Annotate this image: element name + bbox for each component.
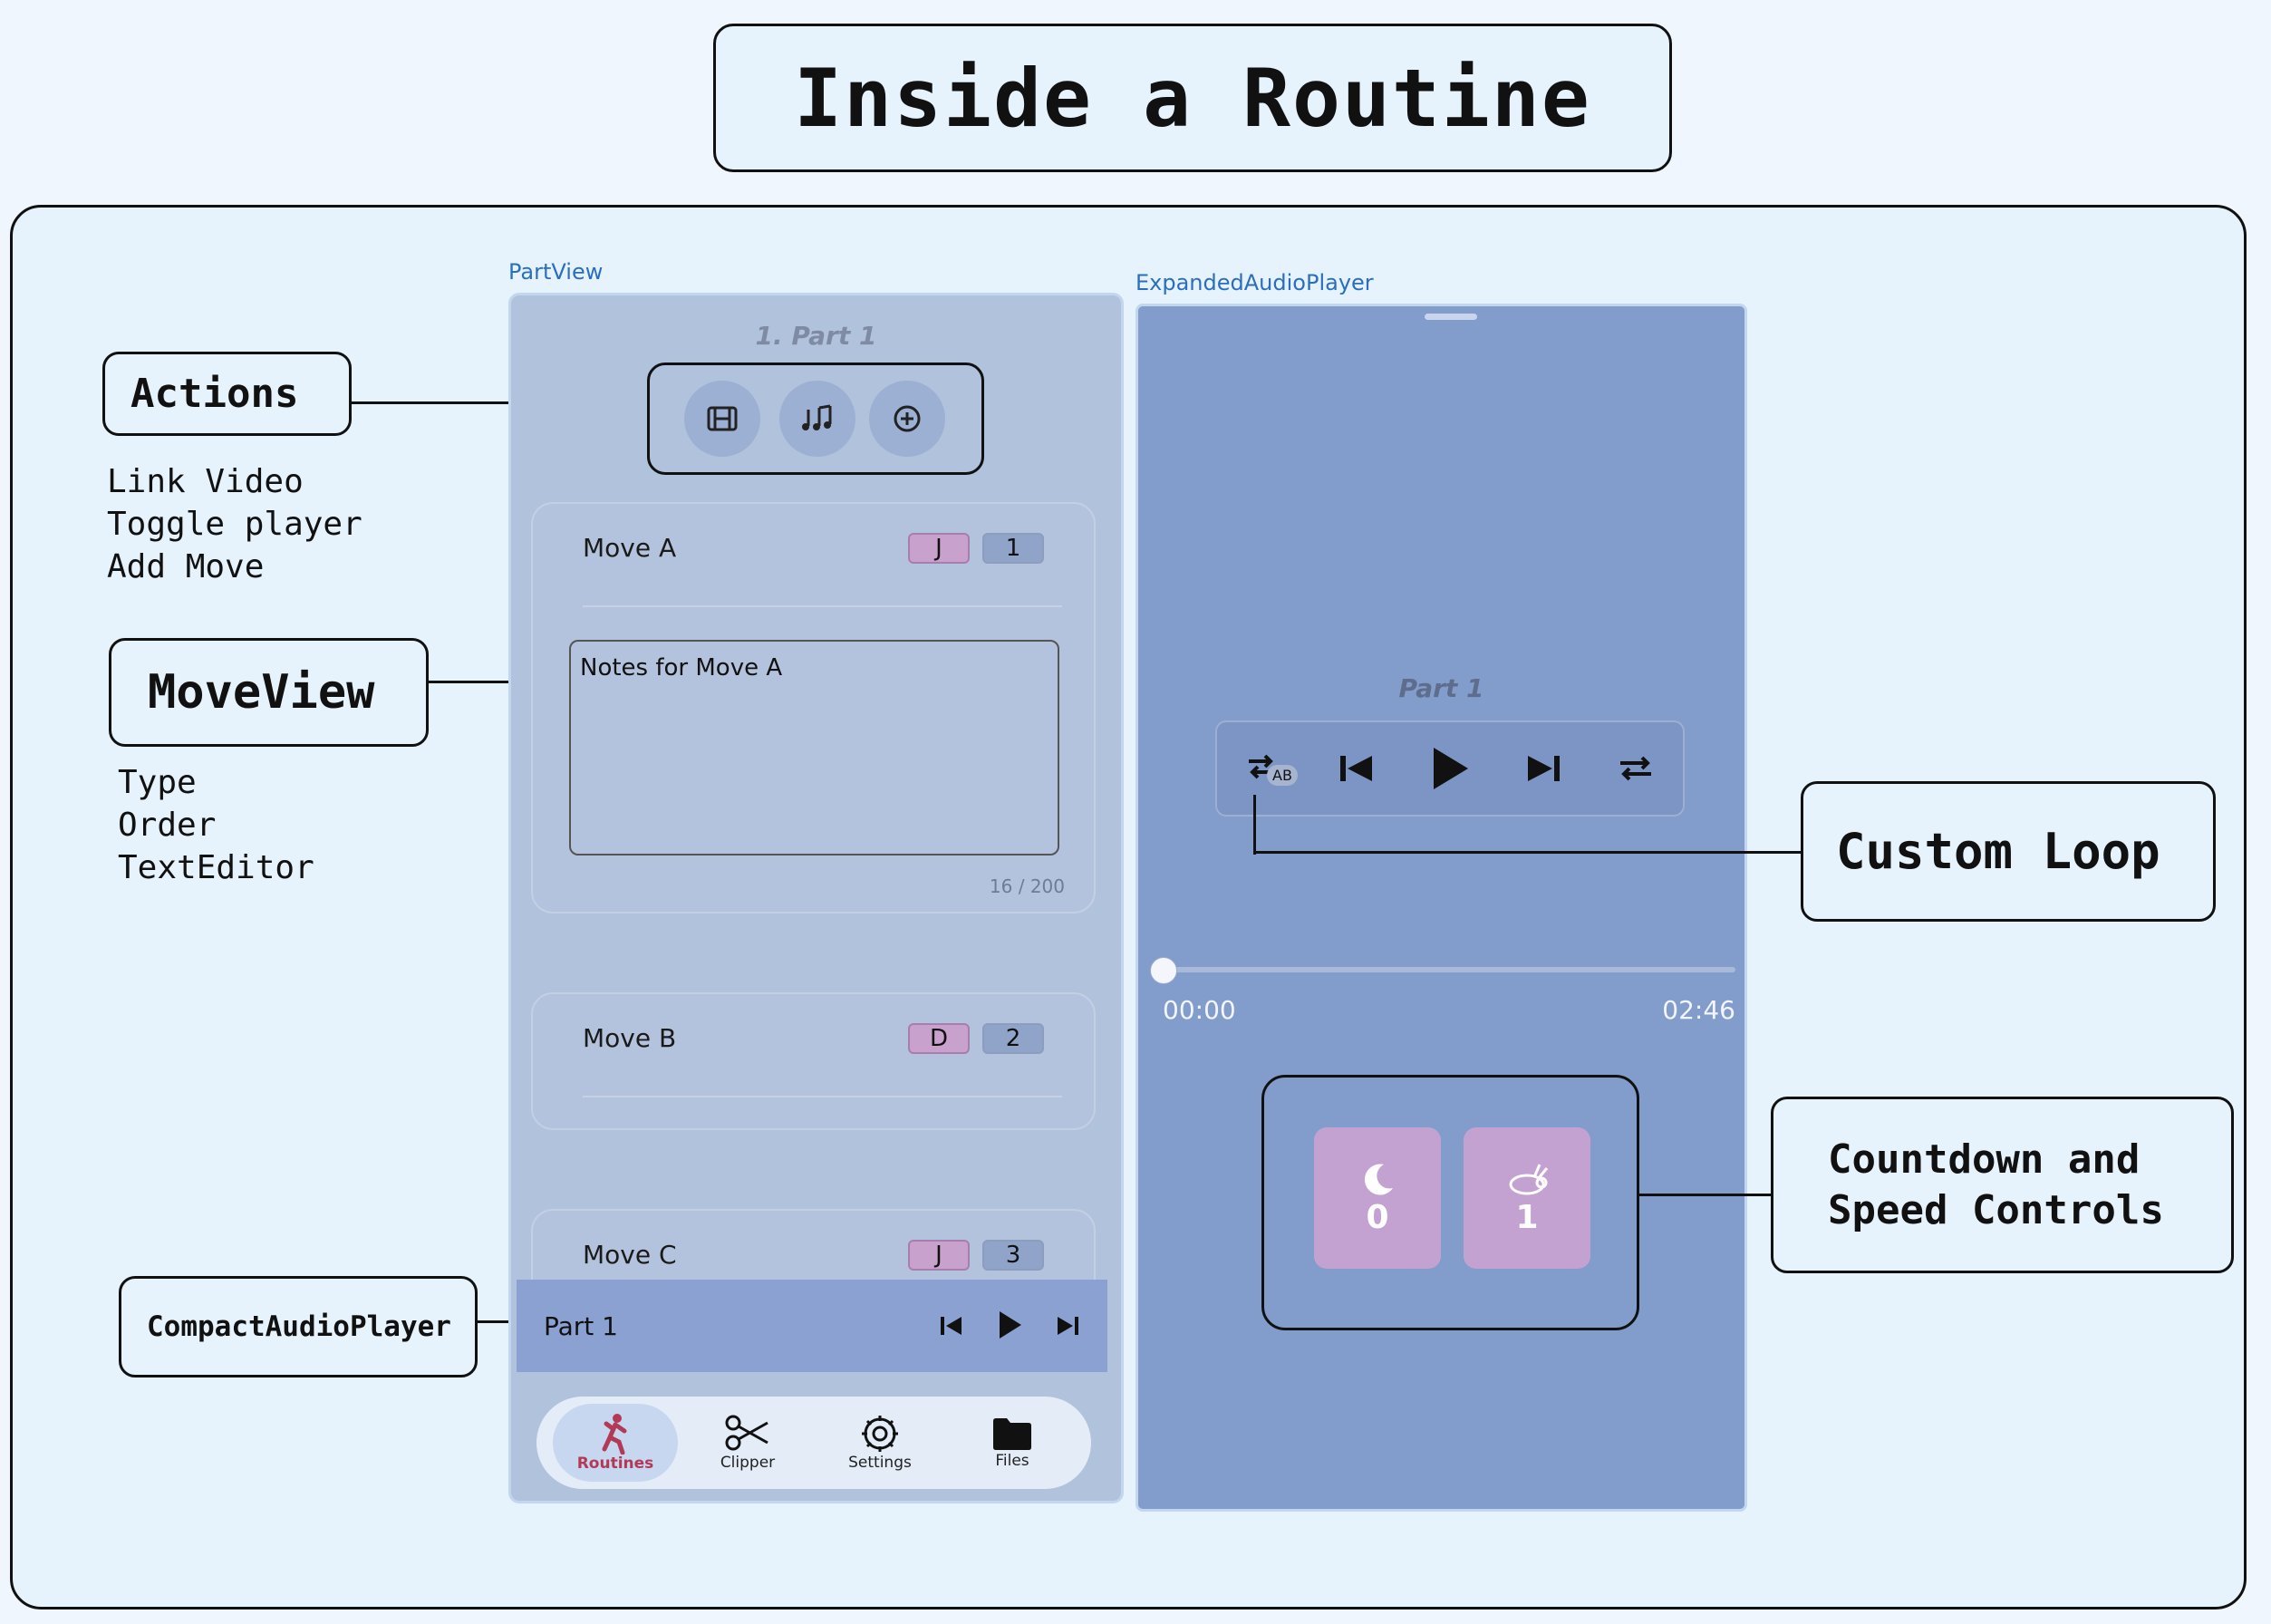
tab-clipper[interactable]: Clipper <box>685 1404 810 1482</box>
repeat-ab-icon <box>1249 754 1274 779</box>
connector-actions <box>351 401 641 404</box>
part-title: 1. Part 1 <box>755 321 877 351</box>
type-badge[interactable]: J <box>908 1240 970 1271</box>
moveview-note: Type <box>118 764 197 801</box>
next-icon[interactable] <box>1054 1312 1081 1339</box>
player-controls: AB <box>1215 720 1685 817</box>
actions-note: Add Move <box>107 548 265 585</box>
tab-routines[interactable]: Routines <box>553 1404 678 1482</box>
move-name: Move B <box>583 1023 677 1053</box>
notes-text-editor[interactable]: Notes for Move A <box>569 640 1059 856</box>
divider <box>583 1096 1062 1097</box>
link-video-button[interactable] <box>684 381 760 457</box>
moon-icon <box>1364 1163 1393 1194</box>
add-move-button[interactable] <box>869 381 945 457</box>
previous-icon[interactable] <box>938 1312 965 1339</box>
progress-thumb[interactable] <box>1150 957 1177 984</box>
tab-label: Clipper <box>720 1454 776 1472</box>
move-card[interactable]: Move A J 1 Notes for Move A 16 / 200 <box>531 502 1096 914</box>
actions-toolbar <box>647 362 984 475</box>
toggle-player-button[interactable] <box>779 381 855 457</box>
label-actions: Actions <box>102 352 352 436</box>
diagram-title: Inside a Routine <box>794 51 1591 145</box>
actions-note: Toggle player <box>107 506 362 543</box>
label-custom-loop: Custom Loop <box>1801 781 2216 922</box>
play-icon[interactable] <box>995 1309 1024 1341</box>
order-badge[interactable]: 3 <box>982 1240 1044 1271</box>
countdown-speed-group: 0 1 <box>1261 1075 1639 1330</box>
connector-custom-loop-v <box>1253 795 1256 855</box>
diagram-title-box: Inside a Routine <box>713 24 1672 172</box>
move-card[interactable]: Move B D 2 <box>531 992 1096 1130</box>
label-compact-player: CompactAudioPlayer <box>119 1276 478 1378</box>
connector-compact <box>477 1320 517 1323</box>
order-badge[interactable]: 2 <box>982 1023 1044 1054</box>
speed-button[interactable]: 1 <box>1464 1127 1590 1269</box>
gear-icon <box>862 1416 898 1452</box>
speed-value: 1 <box>1515 1198 1539 1236</box>
partview-screen: 1. Part 1 Move A J 1 Notes for Move A 16… <box>508 293 1124 1503</box>
label-countdown-speed: Countdown and Speed Controls <box>1771 1097 2234 1273</box>
expanded-audio-player: Part 1 AB 00:00 02:46 0 1 <box>1136 304 1747 1512</box>
player-title: Part 1 <box>1398 673 1484 703</box>
repeat-icon[interactable] <box>1615 750 1657 787</box>
tab-label: Files <box>995 1452 1029 1470</box>
music-notes-icon <box>802 404 832 430</box>
compact-player-title: Part 1 <box>544 1310 618 1341</box>
plus-circle-icon <box>894 405 921 432</box>
play-icon[interactable] <box>1428 745 1472 792</box>
character-counter: 16 / 200 <box>989 875 1065 897</box>
moveview-note: Order <box>118 807 217 844</box>
tab-label: Settings <box>848 1454 912 1472</box>
ab-loop-button[interactable]: AB <box>1243 749 1298 788</box>
move-name: Move C <box>583 1240 677 1270</box>
countdown-value: 0 <box>1366 1198 1389 1236</box>
ab-badge: AB <box>1267 765 1298 786</box>
connector-countdown <box>1637 1194 1772 1196</box>
countdown-label-line: Countdown and <box>1828 1136 2141 1183</box>
divider <box>583 605 1062 607</box>
folder-icon <box>993 1418 1031 1450</box>
tab-label: Routines <box>576 1455 654 1473</box>
rabbit-icon <box>1509 1163 1549 1194</box>
countdown-label-line: Speed Controls <box>1828 1186 2164 1233</box>
film-icon <box>707 406 738 431</box>
tab-bar: Routines Clipper Settings Files <box>536 1397 1091 1489</box>
actions-notes: Link Video Toggle player Add Move <box>107 460 362 588</box>
connector-moveview <box>428 681 544 683</box>
type-badge[interactable]: J <box>908 533 970 564</box>
tab-settings[interactable]: Settings <box>817 1404 942 1482</box>
scissors-icon <box>725 1415 768 1451</box>
next-icon[interactable] <box>1524 752 1562 785</box>
time-elapsed: 00:00 <box>1163 995 1236 1025</box>
tab-files[interactable]: Files <box>950 1404 1075 1482</box>
previous-icon[interactable] <box>1338 752 1376 785</box>
type-badge[interactable]: D <box>908 1023 970 1054</box>
connector-custom-loop <box>1253 851 1802 854</box>
moveview-notes: Type Order TextEditor <box>118 761 314 889</box>
dancer-icon <box>602 1414 627 1455</box>
countdown-button[interactable]: 0 <box>1314 1127 1441 1269</box>
progress-track[interactable] <box>1163 967 1735 972</box>
moveview-note: TextEditor <box>118 849 314 886</box>
drag-handle[interactable] <box>1425 314 1477 320</box>
expanded-player-caption: ExpandedAudioPlayer <box>1136 270 1374 295</box>
partview-caption: PartView <box>508 259 604 285</box>
move-name: Move A <box>583 533 677 563</box>
actions-note: Link Video <box>107 463 304 500</box>
compact-audio-player[interactable]: Part 1 <box>517 1280 1107 1372</box>
order-badge[interactable]: 1 <box>982 533 1044 564</box>
time-total: 02:46 <box>1662 995 1735 1025</box>
label-moveview: MoveView <box>109 638 429 747</box>
